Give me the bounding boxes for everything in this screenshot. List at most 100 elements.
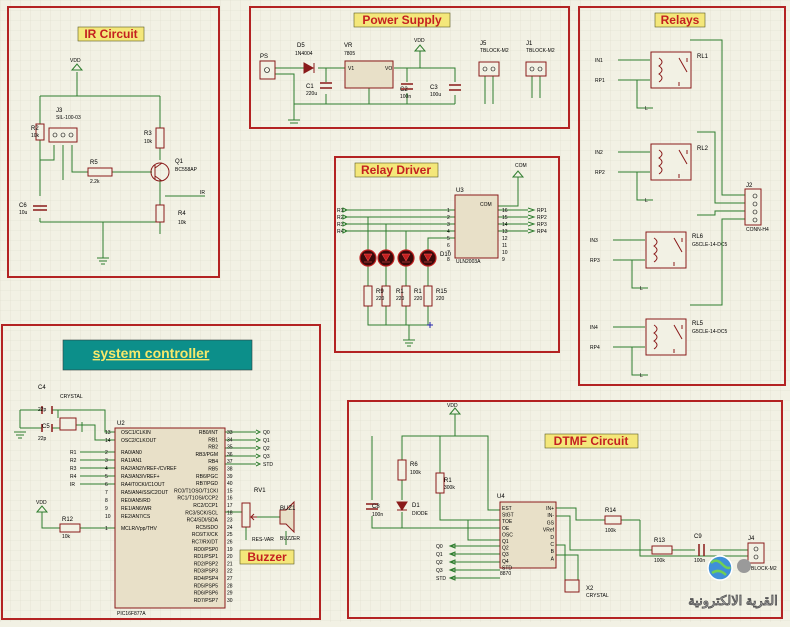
- ir-frame: [7, 6, 220, 278]
- relay-in-label: IN3: [590, 238, 598, 244]
- controller-parts: U2 PIC16F877A OSC1/CLKIN13OSC2/CLKOUT14R…: [14, 385, 300, 617]
- dtmf-out-arrow-icon: [448, 567, 456, 573]
- j1-connector: [525, 61, 547, 77]
- relay-rp-label: RP3: [590, 258, 600, 264]
- driver-vcc-label: COM: [515, 163, 527, 169]
- d10-label: D10: [440, 252, 452, 258]
- driver-title-box: [354, 162, 439, 178]
- buz1-type: BUZZER: [280, 536, 300, 542]
- c8-value: 100n: [372, 512, 383, 518]
- dtmf-out-arrow-icon: [448, 551, 456, 557]
- r6-label: R6: [410, 462, 418, 468]
- relay-in-label: IN4: [590, 325, 598, 331]
- driver-output-arrow-icon: [527, 214, 536, 220]
- pic-pin-left: RE1/AN6/WR: [121, 506, 152, 512]
- u4-pin-left: OSC: [502, 532, 513, 538]
- x2-type: CRYSTAL: [586, 593, 609, 599]
- controller-title-box: [62, 339, 253, 371]
- u4-pin-left: OE: [502, 526, 510, 532]
- pic-pin-left-no: 5: [105, 474, 108, 480]
- r13-resistor: [651, 545, 673, 555]
- r2-label: R2: [31, 126, 39, 132]
- driver-ground-icon: [403, 339, 415, 347]
- driver-input-label: R4: [337, 229, 344, 235]
- r6-resistor: [397, 459, 407, 481]
- relay-wire: [613, 326, 648, 376]
- u4-pin-right: IN-: [547, 513, 554, 519]
- relay-contact-icon: [678, 57, 688, 86]
- j2-type: CONN-H4: [746, 227, 769, 233]
- j4-type: TBLOCK-M2: [748, 566, 777, 572]
- c3-label: C3: [430, 85, 438, 91]
- u3-pin-left: 6: [447, 243, 450, 249]
- watermark-logo: القرية الالكترونية: [688, 555, 778, 609]
- relay-contact-icon: [678, 149, 688, 178]
- u3-pin-right: 9: [502, 257, 505, 263]
- power-wires: [275, 51, 541, 120]
- u3-pin-left: 7: [447, 250, 450, 256]
- j3-pin1: [52, 132, 58, 138]
- r6-value: 100k: [410, 470, 421, 476]
- portb-arrow-icon: [255, 429, 262, 435]
- r15-resistor: [423, 285, 433, 307]
- driver-input-arrow-icon: [342, 228, 349, 234]
- u4-pin-left: Q3: [502, 552, 509, 558]
- portb-net-label: Q3: [263, 454, 270, 460]
- vdd-arrow-icon: [70, 63, 84, 71]
- portb-arrow-icon: [255, 461, 262, 467]
- globe-shadow-icon: [737, 559, 751, 573]
- pic-pin-right: RD6/PSP6: [194, 591, 218, 597]
- r10-value: 220: [396, 296, 405, 302]
- driver-frame: [334, 156, 560, 353]
- r14-resistor: [604, 515, 622, 525]
- r2-resistor: [35, 123, 45, 141]
- relay-in-label: IN2: [595, 150, 603, 156]
- u4-pin-left: STD: [502, 565, 512, 571]
- relay-in-label: IN1: [595, 58, 603, 64]
- pic-pin-left: RA5/AN4/SS/C2OUT: [121, 490, 168, 496]
- relay-label: RL6: [692, 234, 704, 240]
- c2-label: C2: [400, 87, 408, 93]
- pic-pin-right: RB7/PGD: [196, 481, 218, 487]
- pic-pin-left-no: 2: [105, 450, 108, 456]
- relay-rp-label: RP1: [595, 78, 605, 84]
- relay-label: RL1: [697, 54, 709, 60]
- driver-input-arrow-icon: [342, 214, 349, 220]
- pic-pin-right: RD7/PSP7: [194, 598, 218, 604]
- j1-pin2: [537, 66, 543, 72]
- relays-title-box: [654, 12, 706, 28]
- relay-l-label: L: [640, 373, 643, 379]
- u3-pin-right: 11: [502, 243, 507, 249]
- r1-resistor: [435, 472, 445, 494]
- q1-type: BC558AP: [175, 167, 198, 173]
- pic-pin-right: RB5: [208, 467, 218, 473]
- dtmf-out-label: Q0: [436, 544, 443, 550]
- ir-out-label: IR: [200, 190, 205, 196]
- r14-value: 100k: [605, 528, 616, 534]
- r13-label: R13: [654, 538, 666, 544]
- pic-pin-right-no: 16: [227, 496, 233, 502]
- pic-pin-right: RD5/PSP5: [194, 583, 218, 589]
- relay-label: RL5: [692, 321, 704, 327]
- driver-output-arrow-icon: [527, 221, 536, 227]
- pic-pin-left-no: 13: [105, 430, 111, 436]
- d5-diode: [303, 62, 315, 74]
- relay-body: [645, 318, 687, 356]
- u3-chip: [454, 194, 499, 259]
- r12-value: 10k: [62, 534, 71, 540]
- pic-pin-right: RD2/PSP2: [194, 561, 218, 567]
- relay-wire: [618, 59, 653, 109]
- c9-label: C9: [694, 534, 702, 540]
- j5-pin2: [490, 66, 496, 72]
- u4-pin-right: A: [551, 556, 555, 562]
- porta-net-label: IR: [70, 482, 75, 488]
- pic-pin-right: RB1: [208, 437, 218, 443]
- rv1-wiper-icon: [250, 513, 257, 521]
- r15-label: R15: [436, 289, 448, 295]
- q1-transistor: [150, 162, 170, 182]
- pic-pin-right: RD3/PSP3: [194, 569, 218, 575]
